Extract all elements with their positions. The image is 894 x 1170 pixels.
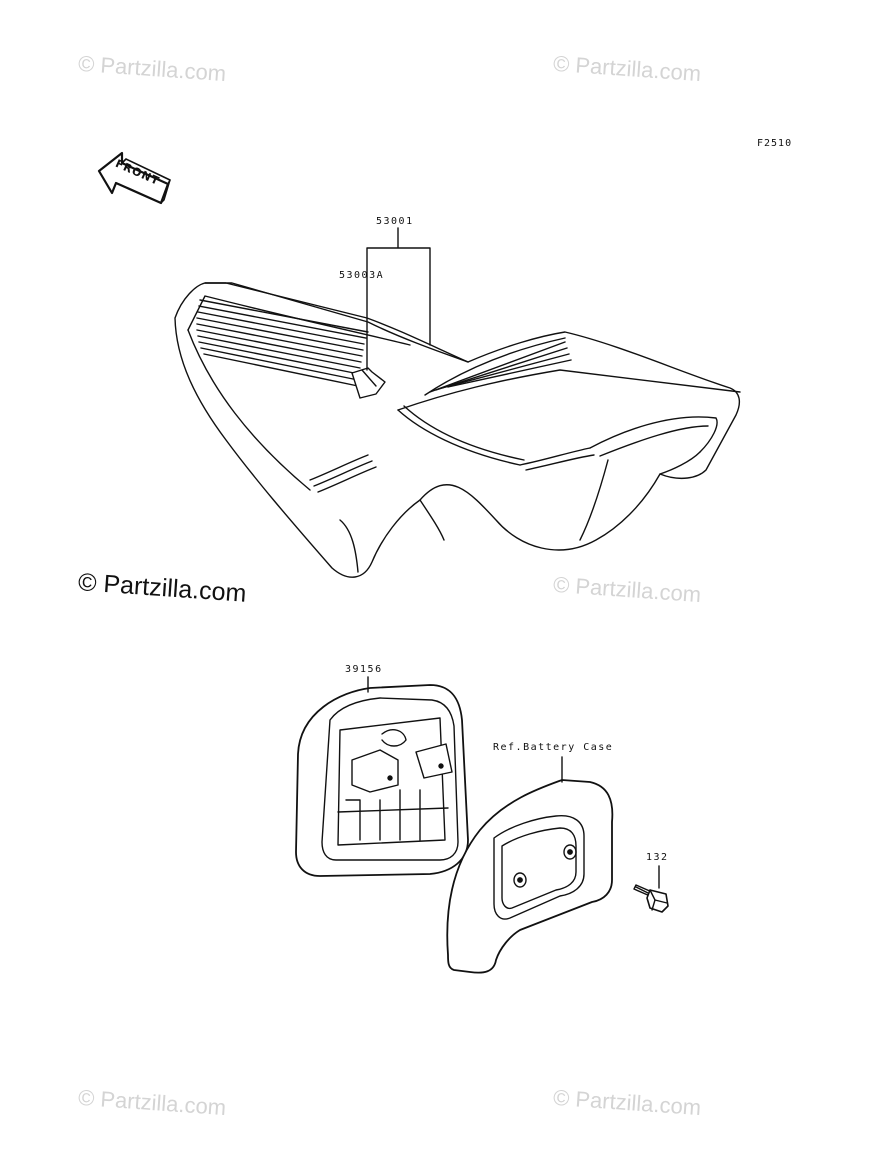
part-number-cover: 39156 xyxy=(345,664,383,675)
cover-drawing xyxy=(295,684,469,877)
reference-label: Ref.Battery Case xyxy=(493,742,614,753)
battery-case-drawing xyxy=(446,779,614,974)
figure-code: F2510 xyxy=(757,138,793,149)
seat-drawing xyxy=(174,282,741,578)
part-number-bolt: 132 xyxy=(646,852,669,863)
part-number-seat: 53001 xyxy=(376,216,414,227)
bolt-icon xyxy=(633,884,669,913)
part-number-seat-label: 53003A xyxy=(339,270,385,281)
front-arrow-icon xyxy=(97,151,171,205)
